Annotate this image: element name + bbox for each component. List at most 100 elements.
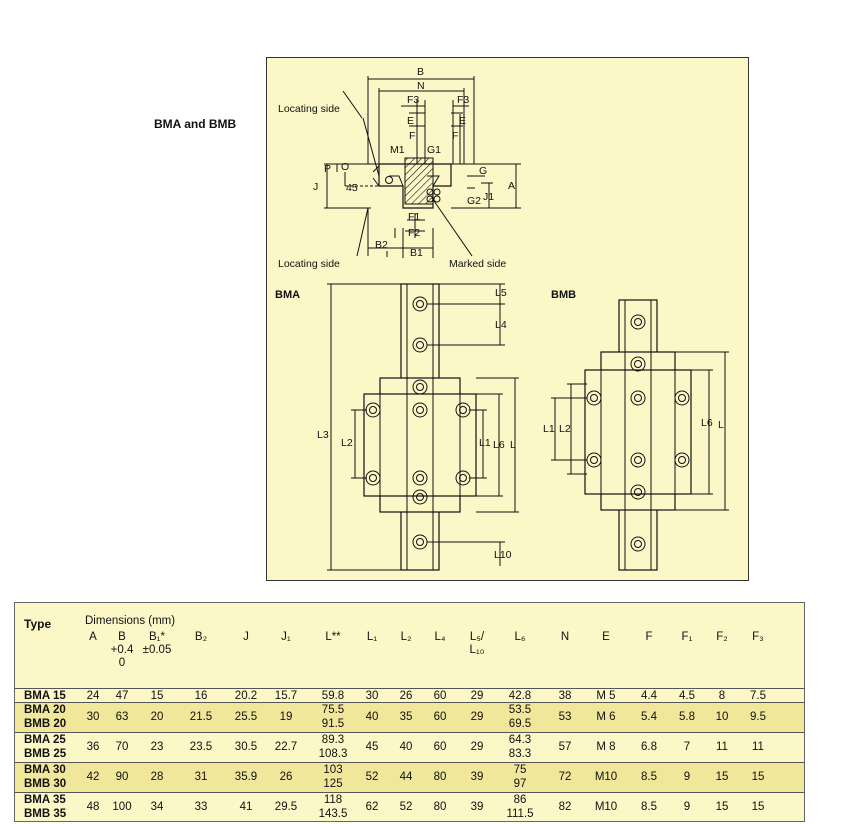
dim-A: A xyxy=(508,180,515,192)
cell-n: 72 xyxy=(558,771,572,783)
cell-l: 103 xyxy=(323,764,343,776)
col-header-f: F xyxy=(645,631,653,643)
cell-f3: 11 xyxy=(752,741,764,753)
cell-b: 63 xyxy=(115,711,129,723)
col-header-l1: L₁ xyxy=(366,631,378,643)
cell-l2: 26 xyxy=(399,690,413,702)
cell-f3: 15 xyxy=(751,771,765,783)
cell-f: 5.4 xyxy=(641,711,657,723)
cell-j: 20.2 xyxy=(234,690,258,702)
dim-45: 45 xyxy=(346,182,358,194)
col-header-l5-line2: L₁₀ xyxy=(469,644,485,656)
cell-l1: 45 xyxy=(365,741,379,753)
col-header-e: E xyxy=(602,631,610,643)
cell-l5: 39 xyxy=(470,771,484,783)
cell-f3: 15 xyxy=(751,801,765,813)
cell-l6: 42.8 xyxy=(508,690,532,702)
cell-l6: 75 xyxy=(513,764,527,776)
cell-n: 38 xyxy=(558,690,572,702)
cell-b: 47 xyxy=(115,690,129,702)
dim-E-right: E xyxy=(459,115,466,127)
col-header-b1-line2: ±0.05 xyxy=(142,644,172,656)
type-name: BMB 35 xyxy=(24,808,67,820)
cell-l2: 40 xyxy=(399,741,413,753)
cell-l1: 40 xyxy=(365,711,379,723)
cell-b2: 21.5 xyxy=(189,711,213,723)
dim-G2: G2 xyxy=(467,195,481,207)
cell-f3: 9.5 xyxy=(750,711,766,723)
dim-N: N xyxy=(417,80,425,92)
col-header-l6: L₆ xyxy=(514,631,526,643)
cell-f1: 4.5 xyxy=(679,690,695,702)
cell-j1: 15.7 xyxy=(274,690,298,702)
type-name: BMA 25 xyxy=(24,734,66,746)
cell-l5: 29 xyxy=(470,711,484,723)
technical-drawing-panel: BMA BMB B N F3 F3 E E F F M1 G1 G G2 P O… xyxy=(266,57,749,581)
cell-l6: 111.5 xyxy=(506,808,534,820)
cell-b1: 23 xyxy=(150,741,164,753)
type-name: BMB 20 xyxy=(24,718,67,730)
cell-j1: 26 xyxy=(279,771,293,783)
cell-f: 4.4 xyxy=(641,690,657,702)
cell-l2: 35 xyxy=(399,711,413,723)
technical-drawing: BMA BMB B N F3 F3 E E F F M1 G1 G G2 P O… xyxy=(275,66,729,571)
cell-l: 59.8 xyxy=(321,690,345,702)
cell-e: M 6 xyxy=(596,711,616,723)
dim-F-left: F xyxy=(409,130,415,142)
cell-f2: 11 xyxy=(716,741,728,753)
cell-l1: 52 xyxy=(365,771,379,783)
cell-b2: 33 xyxy=(194,801,208,813)
cross-section-view xyxy=(324,76,521,258)
type-name: BMA 20 xyxy=(24,704,66,716)
col-header-b: B xyxy=(118,631,126,643)
cell-e: M10 xyxy=(594,801,618,813)
cell-n: 82 xyxy=(558,801,572,813)
type-name: BMA 30 xyxy=(24,764,66,776)
label-bmb: BMB xyxy=(551,289,576,301)
cell-l4: 80 xyxy=(433,801,447,813)
dim-L4: L4 xyxy=(495,319,507,331)
dim-L6-bmb: L6 xyxy=(701,417,713,429)
cell-f3: 7.5 xyxy=(750,690,766,702)
dim-B1: B1 xyxy=(410,247,423,259)
cell-j1: 19 xyxy=(279,711,293,723)
dim-J1: J1 xyxy=(483,191,494,203)
col-header-a: A xyxy=(89,631,97,643)
dim-B: B xyxy=(417,66,424,78)
cell-l4: 80 xyxy=(433,771,447,783)
label-locating-side-bottom: Locating side xyxy=(278,258,340,270)
cell-l6: 83.3 xyxy=(508,748,532,760)
cell-l6: 97 xyxy=(513,778,527,790)
cell-b1: 20 xyxy=(150,711,164,723)
cell-l4: 60 xyxy=(433,690,447,702)
dim-E-left: E xyxy=(407,115,414,127)
type-name: BMA 35 xyxy=(24,794,66,806)
col-header-l: L** xyxy=(325,631,341,643)
cell-l1: 62 xyxy=(365,801,379,813)
cell-b: 100 xyxy=(112,801,132,813)
cell-b1: 28 xyxy=(150,771,164,783)
cell-b2: 23.5 xyxy=(189,741,213,753)
dim-J: J xyxy=(313,181,318,193)
cell-e: M10 xyxy=(594,771,618,783)
cell-n: 57 xyxy=(558,741,572,753)
cell-l2: 44 xyxy=(399,771,413,783)
cell-a: 48 xyxy=(86,801,100,813)
cell-l: 89.3 xyxy=(321,734,345,746)
type-header: Type xyxy=(24,617,52,631)
cell-b1: 15 xyxy=(150,690,164,702)
cell-b1: 34 xyxy=(150,801,164,813)
cell-l6: 69.5 xyxy=(508,718,532,730)
dim-L3: L3 xyxy=(317,429,329,441)
cell-j: 35.9 xyxy=(234,771,258,783)
cell-j1: 29.5 xyxy=(274,801,298,813)
cell-j: 30.5 xyxy=(234,741,258,753)
dim-L1-bma: L1 xyxy=(479,437,491,449)
col-header-b2: B₂ xyxy=(194,631,208,643)
cell-a: 30 xyxy=(86,711,100,723)
cell-n: 53 xyxy=(558,711,572,723)
cell-l5: 29 xyxy=(470,741,484,753)
type-name: BMA 15 xyxy=(24,690,66,702)
